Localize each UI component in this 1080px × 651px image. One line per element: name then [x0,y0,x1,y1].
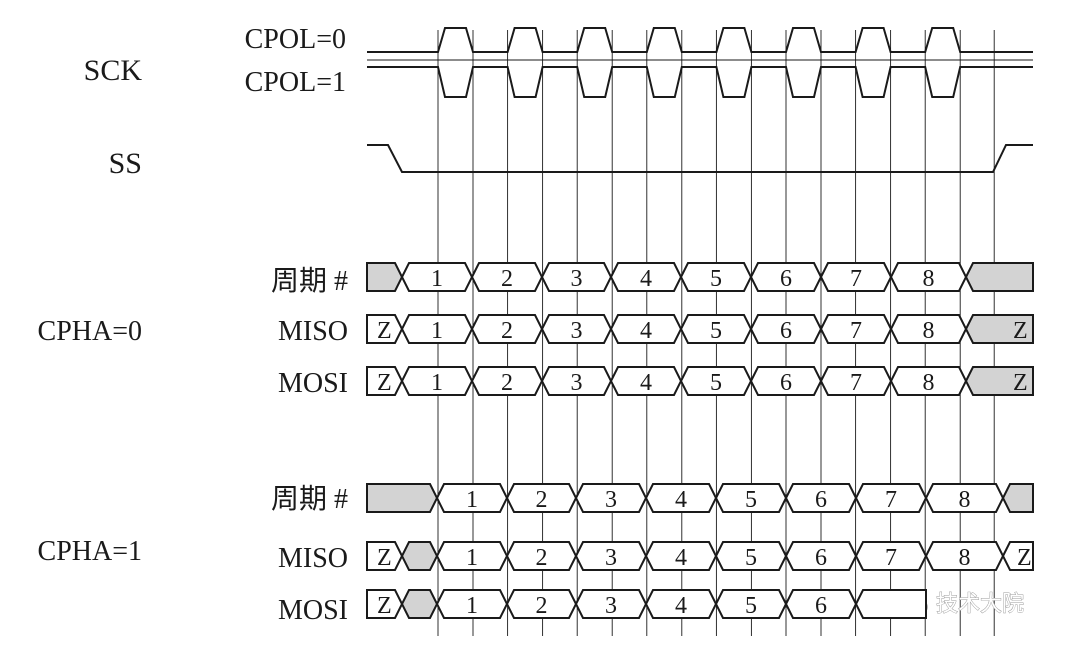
bus-bit-label: 7 [850,370,862,396]
cpha0-miso-row: Z 1 2 3 4 5 6 7 8 [366,314,1034,344]
cpha0-mosi-label: MOSI [278,368,348,399]
bus-hiz-label: Z [1017,545,1032,571]
cpha0-cycle-row: 1 2 3 4 5 6 7 8 [366,262,1034,292]
cpol1-label: CPOL=1 [245,67,346,98]
bus-bit-label: 1 [466,593,478,619]
cpha1-mosi-row: Z 1 2 3 4 5 6 [366,589,927,619]
bus-bit-label: 7 [885,487,897,513]
bus-bit-label: 6 [780,370,792,396]
bus-bit-label: 3 [605,487,617,513]
bus-bit-label: 1 [466,545,478,571]
bus-cell-outline [964,314,1034,344]
bus-bit-label: 7 [850,318,862,344]
watermark-text: 技术大院 [936,592,1024,617]
bus-bit-label: 8 [959,487,971,513]
bus-bit-label: 4 [675,593,687,619]
bus-bit-label: 8 [923,266,935,292]
bus-bit-label: 3 [571,266,583,292]
bus-bit-label: 5 [710,318,722,344]
bus-bit-label: 3 [605,545,617,571]
bus-cell-outline [366,262,404,292]
cpol0-label: CPOL=0 [245,24,346,55]
bus-cell-outline [366,483,439,513]
bus-bit-label: 2 [501,266,513,292]
bus-cell-outline [964,262,1034,292]
cpha0-mosi-row: Z 1 2 3 4 5 6 7 8 [366,366,1034,396]
bus-bit-label: 7 [885,545,897,571]
cpha0-cycle-label: 周期 # [271,266,348,297]
bus-hiz-label: Z [1013,318,1028,344]
bus-bit-label: 4 [640,266,652,292]
bus-bit-label: 6 [815,545,827,571]
bus-bit-label: 2 [536,593,548,619]
bus-bit-label: 3 [571,318,583,344]
bus-bit-label: 4 [675,487,687,513]
bus-bit-label: 5 [710,370,722,396]
bus-bit-label: 5 [710,266,722,292]
bus-bit-label: 5 [745,487,757,513]
cpha0-miso-label: MISO [278,316,348,347]
bus-cell-outline [1001,483,1034,513]
bus-bit-label: 1 [431,318,443,344]
bus-hiz-label: Z [377,318,392,344]
cpha0-label: CPHA=0 [38,316,142,347]
bus-bit-label: 1 [431,370,443,396]
bus-hiz-label: Z [377,593,392,619]
cpha1-label: CPHA=1 [38,536,142,567]
bus-cell-outline [964,366,1034,396]
cpha1-miso-row: Z 1 2 3 4 5 6 7 8 Z [366,541,1034,571]
bus-bit-label: 6 [780,318,792,344]
ss-waveform [367,144,1033,173]
bus-bit-label: 5 [745,545,757,571]
bus-hiz-label: Z [1013,370,1028,396]
bus-bit-label: 7 [850,266,862,292]
bus-cell-outline [854,589,927,619]
bus-bit-label: 4 [675,545,687,571]
bus-bit-label: 4 [640,318,652,344]
bus-cell-outline [1001,541,1034,571]
bus-bit-label: 2 [501,318,513,344]
bus-bit-label: 6 [815,487,827,513]
bus-bit-label: 1 [466,487,478,513]
bus-bit-label: 8 [959,545,971,571]
cpha1-cycle-row: 1 2 3 4 5 6 7 8 [366,483,1034,513]
bus-bit-label: 2 [501,370,513,396]
bus-bit-label: 6 [780,266,792,292]
cpha1-cycle-label: 周期 # [271,484,348,515]
bus-hiz-label: Z [377,545,392,571]
bus-bit-label: 8 [923,318,935,344]
ss-label: SS [109,147,142,180]
bus-bit-label: 2 [536,545,548,571]
bus-bit-label: 3 [605,593,617,619]
bus-bit-label: 2 [536,487,548,513]
bus-cell-outline [400,589,439,619]
cpha1-mosi-label: MOSI [278,595,348,626]
bus-bit-label: 4 [640,370,652,396]
bus-bit-label: 8 [923,370,935,396]
watermark: 技术大院 [896,589,1024,617]
bus-bit-label: 6 [815,593,827,619]
bus-bit-label: 3 [571,370,583,396]
bus-hiz-label: Z [377,370,392,396]
bus-cell-outline [400,541,439,571]
bus-bit-label: 5 [745,593,757,619]
bus-bit-label: 1 [431,266,443,292]
sck-cpol0-waveform [367,27,1033,53]
sck-label: SCK [84,54,143,87]
sck-cpol1-waveform [367,66,1033,98]
cpha1-miso-label: MISO [278,543,348,574]
